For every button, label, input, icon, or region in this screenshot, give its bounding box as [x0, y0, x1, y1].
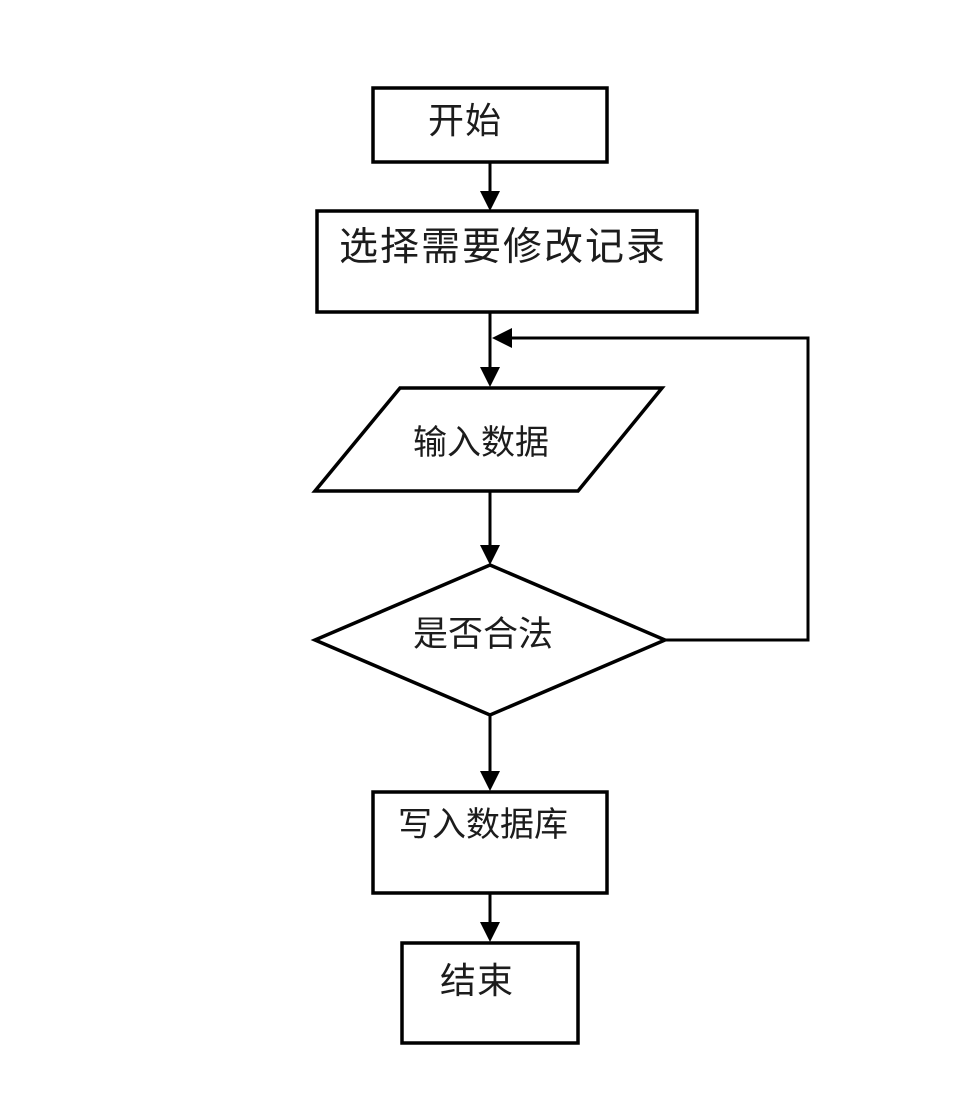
input-data-node-shape — [311, 386, 666, 493]
write-db-node-label: 写入数据库 — [398, 807, 568, 844]
start-node-label: 开始 — [428, 101, 503, 141]
arrowhead-input-to-validate — [480, 545, 500, 565]
validate-decision-label: 是否合法 — [413, 615, 554, 654]
input-data-node-label: 输入数据 — [413, 425, 549, 462]
arrowhead-write-to-end — [480, 922, 500, 942]
arrowhead-start-to-select — [480, 191, 500, 211]
end-node-shape — [400, 941, 580, 1045]
arrowhead-select-to-input — [480, 367, 500, 387]
edge-validate-loop-back — [512, 336, 810, 642]
end-node-label: 结束 — [440, 961, 515, 1001]
arrowhead-validate-to-write — [480, 771, 500, 791]
arrowhead-validate-loop-back — [492, 328, 512, 348]
select-record-node-shape — [315, 209, 699, 314]
select-record-node-label: 选择需要修改记录 — [339, 226, 668, 269]
